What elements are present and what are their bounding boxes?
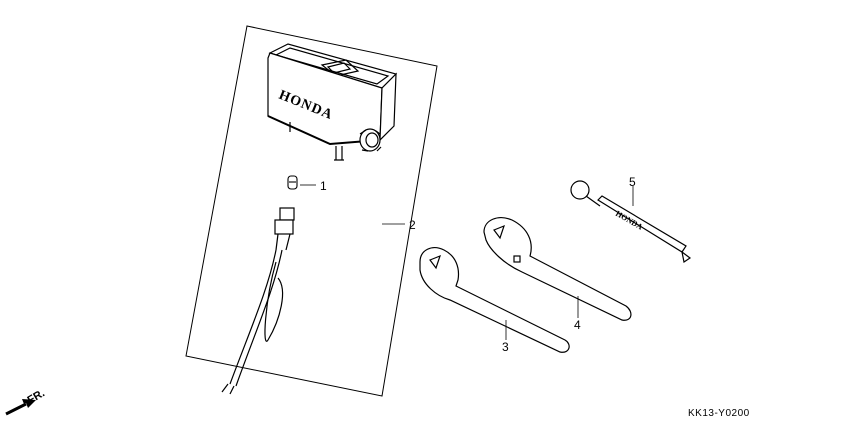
hook-wrench-3 [419, 247, 570, 353]
callout-3: 3 [502, 340, 509, 354]
meter-housing [267, 43, 398, 161]
callout-2: 2 [409, 218, 416, 232]
direction-label: FR. [26, 387, 47, 406]
tool-5 [570, 180, 692, 263]
assembly-boundary [185, 25, 438, 397]
leader-lines [300, 184, 634, 340]
bulb [287, 175, 298, 190]
callout-1: 1 [320, 179, 327, 193]
callout-4: 4 [574, 318, 581, 332]
socket-wire [221, 207, 295, 395]
diagram-code: KK13-Y0200 [688, 408, 750, 419]
front-arrow-icon [5, 399, 36, 416]
callout-5: 5 [629, 175, 636, 189]
hook-wrench-4 [483, 217, 632, 321]
